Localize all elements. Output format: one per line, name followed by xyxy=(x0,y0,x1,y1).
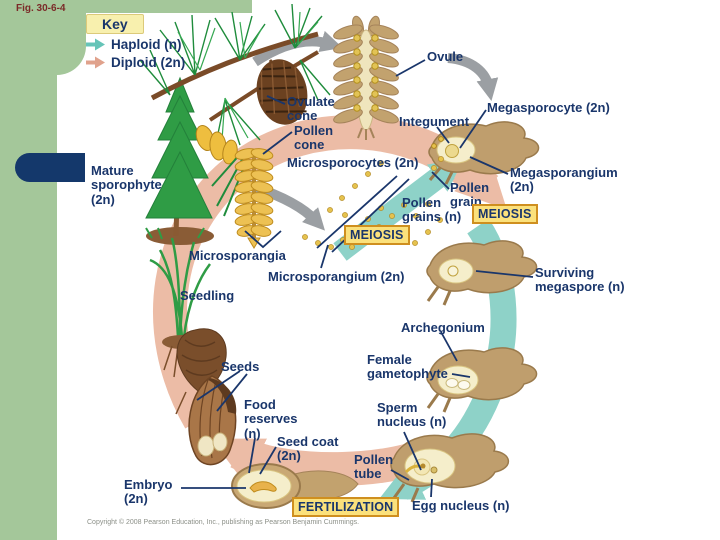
fertilization-badge: FERTILIZATION xyxy=(292,497,400,517)
label-seed-coat: Seed coat (2n) xyxy=(277,434,339,464)
meiosis-badge-top: MEIOSIS xyxy=(344,225,410,245)
label-female-gametophyte: Female gametophyte xyxy=(367,352,448,382)
key-row-haploid: Haploid (n) xyxy=(86,37,256,52)
label-egg-nucleus: Egg nucleus (n) xyxy=(412,498,510,513)
slide-tab-decoration xyxy=(15,153,85,182)
label-megasporangium: Megasporangium (2n) xyxy=(510,165,618,195)
label-sperm-nucleus: Sperm nucleus (n) xyxy=(377,400,447,430)
key-label-diploid: Diploid (2n) xyxy=(111,55,186,70)
label-megasporocyte: Megasporocyte (2n) xyxy=(487,100,610,115)
label-pollen-tube: Pollen tube xyxy=(354,452,394,482)
label-surviving-megaspore: Surviving megaspore (n) xyxy=(535,265,625,295)
label-pollen-cone: Pollen cone xyxy=(294,123,334,153)
label-seedling: Seedling xyxy=(180,288,235,303)
ovulate-cone-section-illustration xyxy=(333,15,399,140)
haploid-arrow-icon xyxy=(86,38,105,51)
label-embryo: Embryo (2n) xyxy=(124,477,173,507)
label-food-reserves: Food reserves (n) xyxy=(244,397,298,441)
label-ovule: Ovule xyxy=(427,49,464,64)
label-microsporangium: Microsporangium (2n) xyxy=(268,269,405,284)
ovule-fertilization-illustration xyxy=(390,433,510,503)
label-microsporangia: Microsporangia xyxy=(189,248,286,263)
meiosis-badge-right: MEIOSIS xyxy=(472,204,538,224)
copyright-text: Copyright © 2008 Pearson Education, Inc.… xyxy=(87,519,360,526)
key-title: Key xyxy=(86,14,144,34)
ovule-female-gametophyte-illustration xyxy=(426,347,538,413)
key-legend: Key Haploid (n) Diploid (2n) xyxy=(86,14,256,70)
slide-top-band xyxy=(0,0,252,13)
small-pollen-cones xyxy=(195,124,238,165)
label-archegonium: Archegonium xyxy=(401,320,485,335)
label-mature-sporophyte: Mature sporophyte (2n) xyxy=(91,163,162,207)
mature-tree-illustration xyxy=(145,76,214,245)
label-pollen-grain: Pollen grain xyxy=(450,180,490,210)
key-label-haploid: Haploid (n) xyxy=(111,37,182,52)
label-integument: Integument xyxy=(399,114,470,129)
label-pollen-grains: Pollen grains (n) xyxy=(402,195,462,225)
figure-number: Fig. 30-6-4 xyxy=(16,3,66,14)
label-seeds: Seeds xyxy=(221,359,260,374)
key-row-diploid: Diploid (2n) xyxy=(86,55,256,70)
label-ovulate-cone: Ovulate cone xyxy=(287,94,335,124)
pollen-cone-illustration xyxy=(211,148,274,249)
slide-left-strip xyxy=(0,0,57,540)
ovule-surviving-megaspore-illustration xyxy=(426,240,538,306)
ovule-megasporocyte-illustration xyxy=(428,121,540,185)
pine-branch-illustration xyxy=(139,3,331,165)
label-microsporocytes: Microsporocytes (2n) xyxy=(287,155,419,170)
diploid-arrow-icon xyxy=(86,56,105,69)
seed-cross-section-illustration xyxy=(231,463,359,509)
